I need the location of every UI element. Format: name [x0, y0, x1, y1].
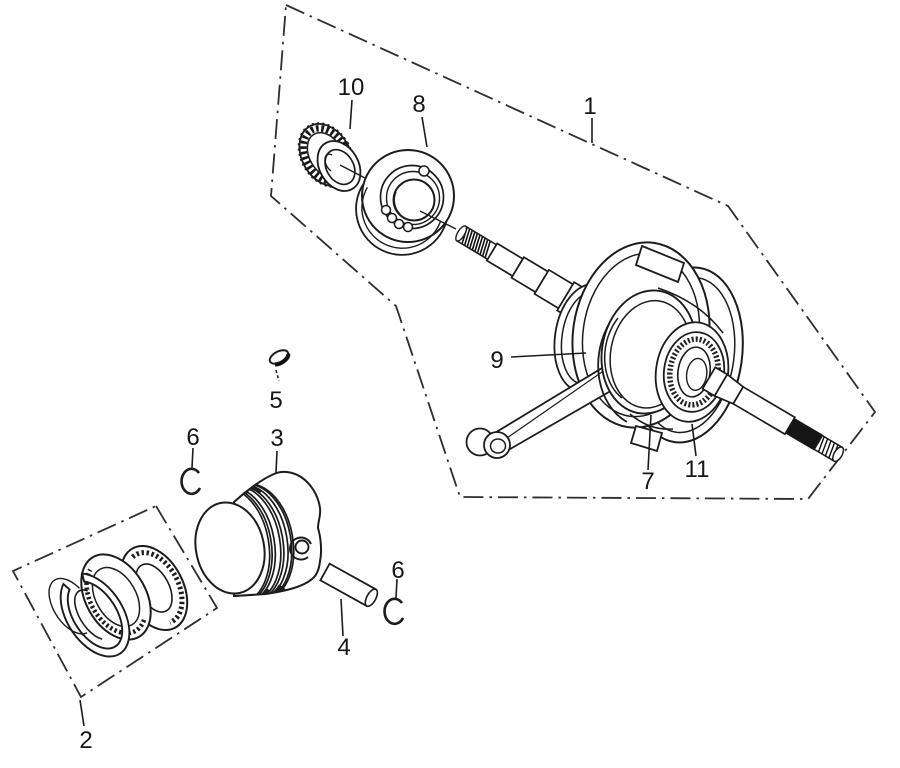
svg-text:5: 5: [269, 387, 282, 414]
svg-text:10: 10: [338, 74, 365, 101]
svg-text:3: 3: [270, 425, 283, 452]
svg-text:4: 4: [337, 634, 350, 661]
svg-text:6: 6: [186, 424, 199, 451]
svg-text:11: 11: [685, 456, 710, 483]
svg-text:7: 7: [641, 468, 654, 495]
svg-text:6: 6: [391, 557, 404, 584]
svg-text:8: 8: [412, 91, 425, 118]
svg-text:2: 2: [79, 727, 92, 754]
svg-text:9: 9: [490, 347, 503, 374]
svg-text:1: 1: [583, 93, 596, 120]
